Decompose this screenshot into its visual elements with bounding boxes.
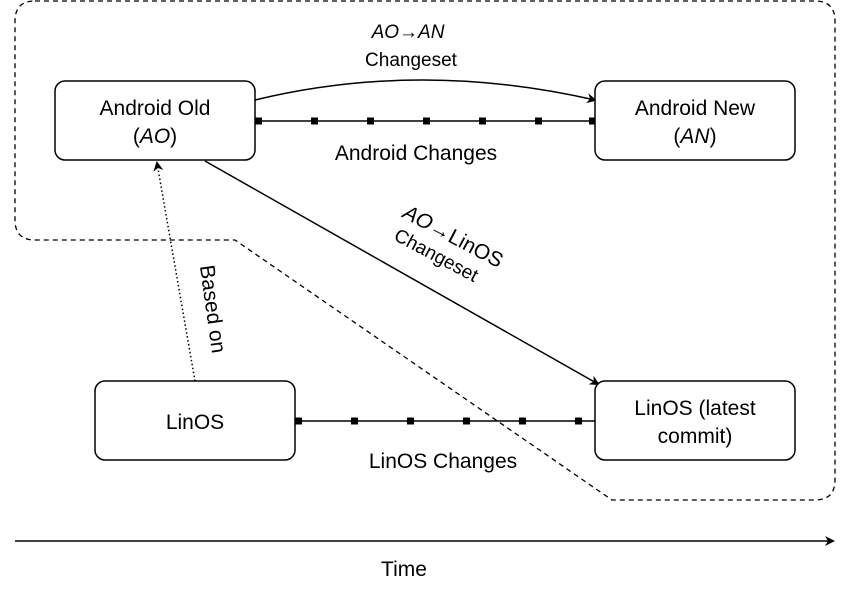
commit-marker [423, 117, 430, 125]
commit-marker [351, 417, 358, 425]
node-linos[interactable]: LinOS [94, 380, 296, 461]
commit-marker [295, 417, 302, 425]
ao-an-changeset-label-line1: AO→AN [371, 22, 445, 43]
android-changes-timeline [255, 117, 595, 125]
node-linos-latest-label-line2: commit) [658, 425, 733, 448]
node-android-old[interactable]: Android Old (AO) [54, 80, 256, 161]
commit-marker [575, 417, 582, 425]
commit-marker [463, 417, 470, 425]
commit-marker [255, 117, 262, 125]
node-android-new[interactable]: Android New (AN) [594, 80, 796, 161]
ao-linos-changeset-arrow [204, 160, 600, 385]
commit-marker [589, 117, 595, 125]
time-axis-label: Time [381, 558, 427, 581]
node-android-old-abbr: (AO) [133, 125, 177, 148]
node-linos-latest[interactable]: LinOS (latest commit) [594, 380, 796, 461]
commit-marker [535, 117, 542, 125]
commit-marker [479, 117, 486, 125]
commit-marker [519, 417, 526, 425]
ao-linos-changeset-label: AO→LinOS Changeset [390, 200, 506, 287]
android-changes-label: Android Changes [335, 142, 497, 165]
android-group-boundary [14, 0, 836, 501]
based-on-arrow [153, 161, 196, 382]
node-android-old-label: Android Old [100, 97, 211, 120]
commit-marker [407, 417, 414, 425]
commit-marker [311, 117, 318, 125]
node-linos-label: LinOS [166, 411, 224, 434]
linos-changes-timeline [295, 417, 595, 425]
linos-changes-label: LinOS Changes [369, 450, 517, 473]
ao-an-changeset-label-line2: Changeset [365, 50, 458, 71]
commit-marker [367, 117, 374, 125]
node-linos-latest-label-line1: LinOS (latest [634, 397, 756, 420]
node-android-new-abbr: (AN) [673, 125, 716, 148]
node-android-new-label: Android New [635, 97, 756, 120]
based-on-label: Based on [195, 264, 230, 355]
ao-an-changeset-arrow [254, 79, 597, 104]
